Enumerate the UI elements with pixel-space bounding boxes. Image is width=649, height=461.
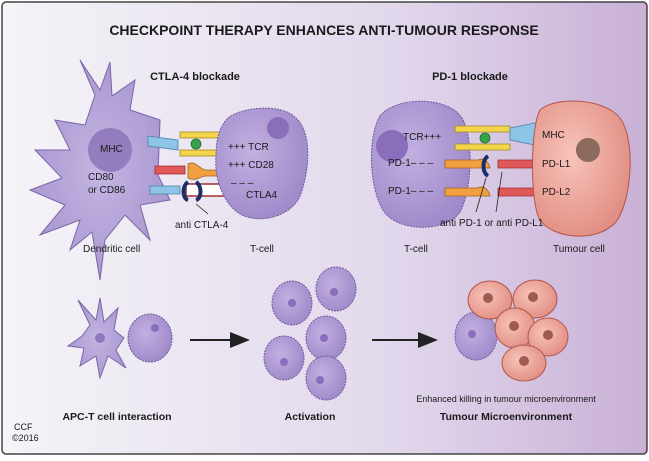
tcr-label-right: TCR+++ [403,132,441,143]
pd1-heading: PD-1 blockade [432,71,508,83]
tumour-cell-large [532,100,631,237]
pd1-label-b: PD-1– – – [388,186,433,197]
t-cell-nucleus-right [376,130,408,162]
microenvironment-caption: Tumour Microenvironment [440,411,573,423]
apc-t-interaction-illustration [66,297,173,380]
figure-title: CHECKPOINT THERAPY ENHANCES ANTI-TUMOUR … [109,22,538,38]
dc-nucleus [88,128,132,172]
pd1-antibody-pointer [475,177,487,213]
tumour-nucleus [576,138,600,162]
cd28-label: +++ CD28 [228,160,274,171]
pdl1-antibody-pointer [495,171,503,213]
pdl2-label: PD-L2 [542,187,571,198]
tcr-label: +++ TCR [228,142,269,153]
t-cell-label-left: T-cell [250,244,274,255]
ctla4-label: CTLA4 [246,190,278,201]
ctla4-heading: CTLA-4 blockade [150,71,240,83]
mhc-label-dc: MHC [100,144,123,155]
t-cell-nucleus [267,117,289,139]
pdl1-label: PD-L1 [542,159,571,170]
cd86-label: or CD86 [88,185,126,196]
killing-caption: Enhanced killing in tumour microenvironm… [416,394,596,404]
tumour-cell-label: Tumour cell [553,244,605,255]
t-cell-ctla4 [215,107,309,220]
tumour-microenvironment [454,279,569,382]
mhc-label-tumour: MHC [542,130,565,141]
t-cell-label-right: T-cell [404,244,428,255]
pd1-receptors [444,121,541,197]
dendritic-cell-label: Dendritic cell [83,244,140,255]
cd80-label: CD80 [88,172,114,183]
anti-ctla4-label: anti CTLA-4 [175,220,229,231]
anti-pd1-label: anti PD-1 or anti PD-L1 [440,218,544,229]
activation-caption: Activation [285,411,336,423]
dendritic-cell-large [28,59,171,281]
pd1-label-a: PD-1– – – [388,158,433,169]
ctla4-dashes: – – – [231,178,254,189]
credit-line-2: ©2016 [12,433,39,443]
activated-t-cells [263,266,357,401]
apc-t-interaction-caption: APC-T cell interaction [62,411,171,423]
ctla4-antibody-pointer [195,203,209,215]
credit-line-1: CCF [14,422,33,432]
